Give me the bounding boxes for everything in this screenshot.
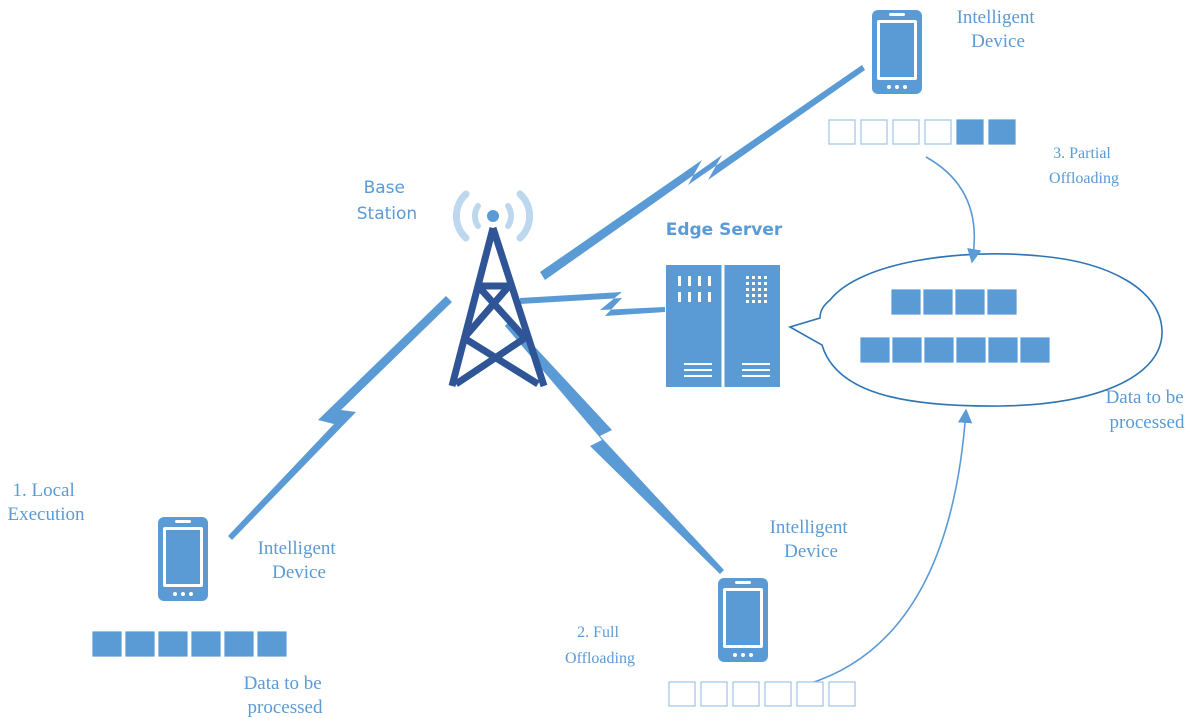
task-block-filled <box>923 289 953 315</box>
link-tower-to-left-device <box>228 296 452 540</box>
device-bottom <box>718 578 768 662</box>
task-block-filled <box>92 631 122 657</box>
device-left-label: Intelligent Device <box>258 538 341 583</box>
server-indicator-dot <box>746 300 749 303</box>
data-left-label: Data to be processed <box>244 673 327 718</box>
link-tower-to-server <box>520 292 665 316</box>
task-block-filled <box>924 337 954 363</box>
task-block-empty <box>924 119 952 145</box>
server-indicator-dot <box>752 276 755 279</box>
partial-offloading-arrow <box>925 156 982 264</box>
antenna-tip-icon <box>487 210 499 222</box>
task-block-filled <box>158 631 188 657</box>
task-block-filled <box>257 631 287 657</box>
smartphone-icon <box>158 517 208 601</box>
server-indicator-dot <box>746 294 749 297</box>
task-block-filled <box>860 337 890 363</box>
task-block-empty <box>732 681 760 707</box>
task-block-filled <box>125 631 155 657</box>
task-block-filled <box>956 337 986 363</box>
task-block-empty <box>828 681 856 707</box>
device-top <box>872 10 922 94</box>
task-queue-left-device <box>92 631 287 657</box>
task-block-filled <box>224 631 254 657</box>
data-right-label: Data to be processed <box>1106 387 1189 433</box>
server-indicator-dot <box>746 276 749 279</box>
task-block-empty <box>668 681 696 707</box>
full-offloading-label: 2. Full Offloading <box>565 624 635 667</box>
task-block-filled <box>988 119 1016 145</box>
server-indicator-dot <box>758 300 761 303</box>
server-indicator-dot <box>764 294 767 297</box>
local-execution-label: 1. Local Execution <box>7 480 85 525</box>
cell-tower-icon <box>448 226 548 388</box>
server-indicator-dot <box>758 276 761 279</box>
device-left <box>158 517 208 601</box>
server-indicator-dot <box>752 282 755 285</box>
server-indicator-dot <box>752 300 755 303</box>
device-bottom-label: Intelligent Device <box>770 517 853 562</box>
server-rack-icon <box>666 265 780 387</box>
server-indicator-dot <box>752 294 755 297</box>
server-indicator-dot <box>764 288 767 291</box>
server-indicator-dot <box>746 288 749 291</box>
task-block-empty <box>860 119 888 145</box>
device-top-label: Intelligent Device <box>957 7 1040 52</box>
wireless-links <box>228 65 865 574</box>
task-block-empty <box>828 119 856 145</box>
server-indicator-dot <box>758 294 761 297</box>
smartphone-icon <box>718 578 768 662</box>
task-block-empty <box>892 119 920 145</box>
task-block-filled <box>956 119 984 145</box>
task-block-empty <box>796 681 824 707</box>
edge-server <box>666 265 780 387</box>
partial-offloading-label: 3. Partial Offloading <box>1049 145 1119 187</box>
server-indicator-dot <box>752 288 755 291</box>
task-queue-server-upper <box>891 289 1017 315</box>
link-tower-to-bottom-device <box>505 320 724 574</box>
server-data-bubble <box>787 253 1163 407</box>
task-block-filled <box>988 337 1018 363</box>
task-queue-server-lower <box>860 337 1050 363</box>
task-block-filled <box>955 289 985 315</box>
radio-waves-icon <box>452 190 534 242</box>
link-tower-to-top-device <box>540 65 865 280</box>
server-indicator-dot <box>764 300 767 303</box>
task-block-filled <box>191 631 221 657</box>
server-indicator-dot <box>758 288 761 291</box>
server-indicator-dot <box>746 282 749 285</box>
smartphone-icon <box>872 10 922 94</box>
task-queue-bottom-device <box>668 681 856 707</box>
full-offloading-arrow <box>807 408 973 685</box>
task-block-empty <box>764 681 792 707</box>
server-indicator-dot <box>764 276 767 279</box>
task-block-filled <box>891 289 921 315</box>
base-station-label: Base Station <box>357 178 417 224</box>
server-indicator-dot <box>764 282 767 285</box>
task-block-empty <box>700 681 728 707</box>
base-station-tower <box>448 190 548 388</box>
task-block-filled <box>987 289 1017 315</box>
task-block-filled <box>1020 337 1050 363</box>
edge-server-label: Edge Server <box>666 220 783 240</box>
server-indicator-dot <box>758 282 761 285</box>
task-queue-top-device <box>828 119 1016 145</box>
task-block-filled <box>892 337 922 363</box>
